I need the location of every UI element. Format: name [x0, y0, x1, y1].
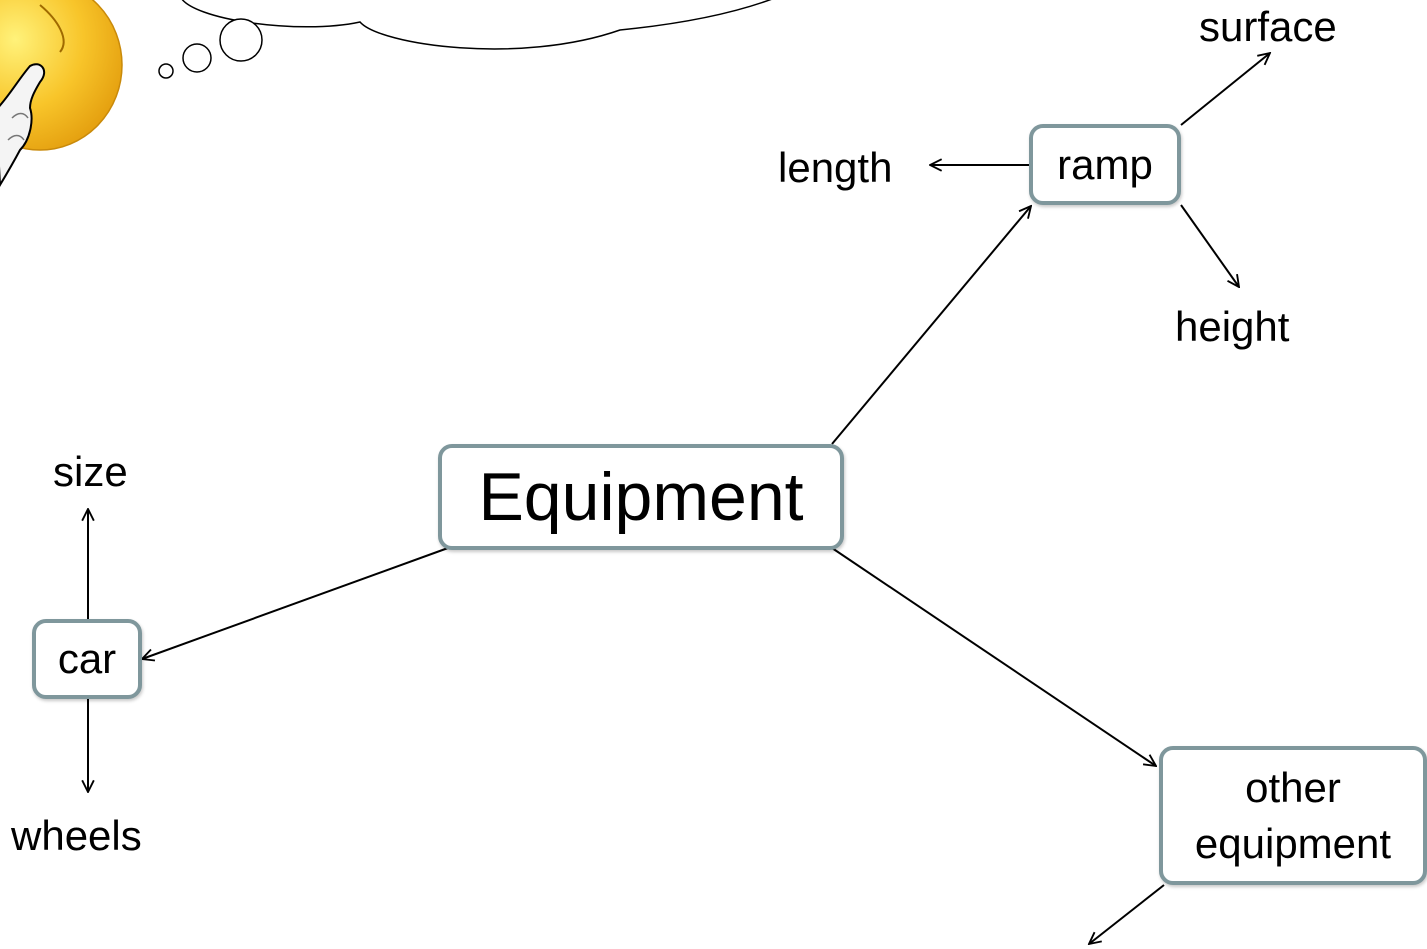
node-other-label-line2: equipment — [1194, 819, 1392, 867]
arrow-equipment-to-car — [142, 547, 449, 659]
arrow-equipment-to-ramp — [831, 206, 1031, 445]
node-ramp-label: ramp — [1057, 140, 1153, 188]
attribute-surface: surface — [1199, 3, 1337, 50]
node-car-label: car — [57, 635, 117, 682]
node-equipment-label: Equipment — [478, 459, 804, 535]
attribute-size: size — [53, 448, 128, 495]
attribute-height: height — [1175, 303, 1290, 350]
node-ramp: ramp — [1029, 124, 1181, 205]
connector-arrows — [88, 53, 1270, 944]
thinking-character-icon — [0, 0, 123, 187]
attribute-length: length — [778, 144, 893, 191]
node-other-equipment: other equipment — [1159, 746, 1427, 885]
arrow-equipment-to-other — [831, 547, 1156, 766]
arrow-ramp-to-surface — [1180, 53, 1270, 126]
node-other-label-line1: other — [1245, 763, 1341, 811]
arrow-ramp-to-height — [1180, 204, 1239, 287]
arrow-other-down — [1089, 884, 1165, 944]
thought-cloud-icon — [158, 0, 772, 79]
node-car: car — [32, 619, 142, 699]
node-equipment: Equipment — [438, 444, 844, 550]
attribute-wheels: wheels — [11, 812, 142, 859]
